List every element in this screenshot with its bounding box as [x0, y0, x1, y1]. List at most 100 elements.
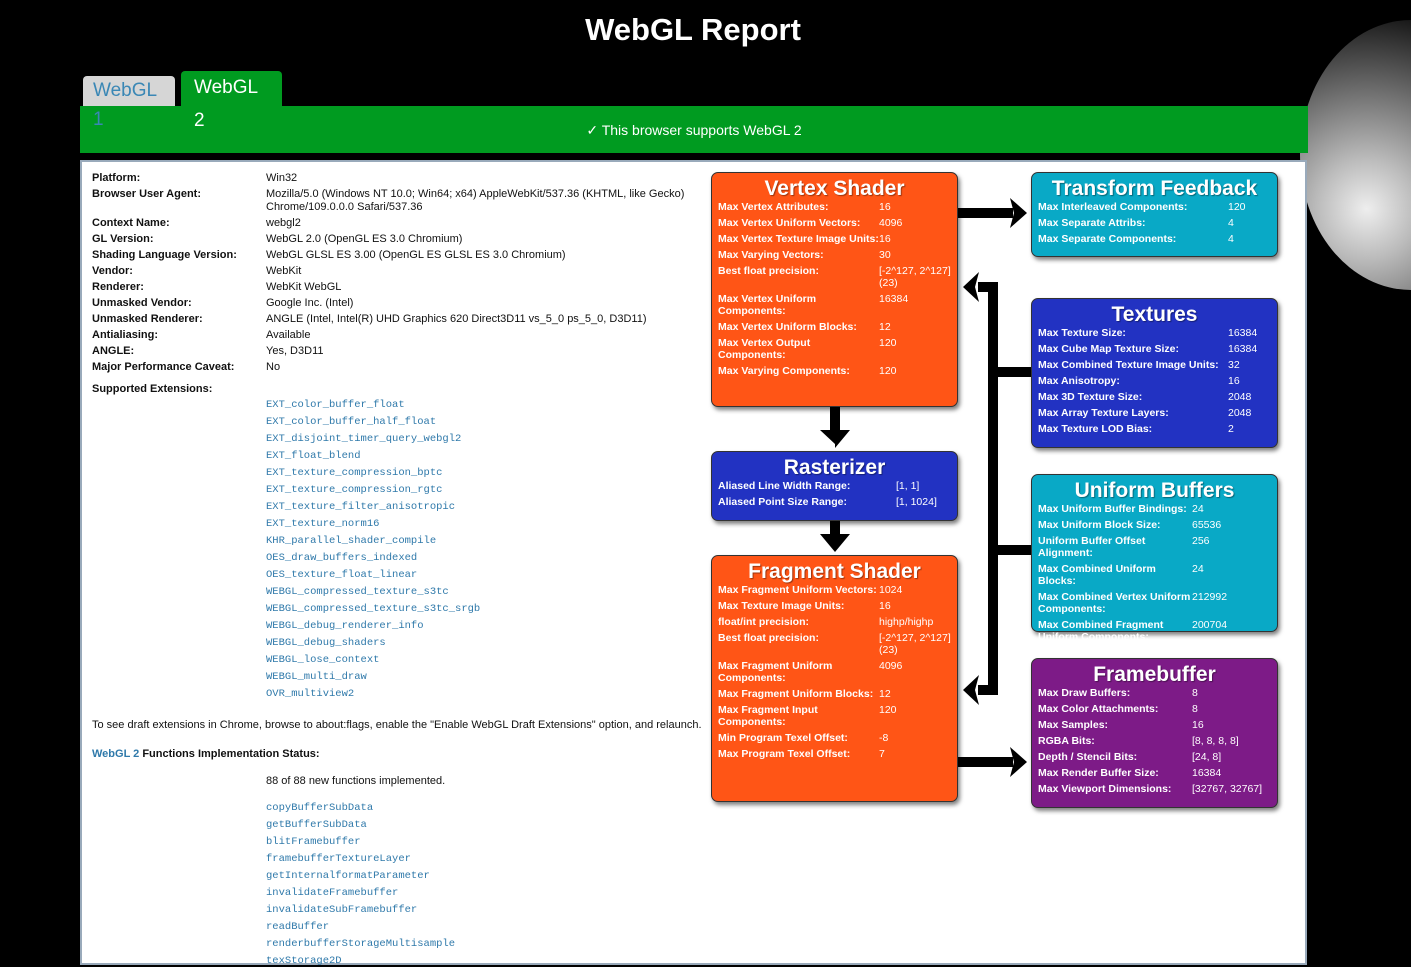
extension-link[interactable]: EXT_texture_compression_rgtc [266, 484, 443, 496]
extension-link[interactable]: OES_draw_buffers_indexed [266, 552, 418, 564]
info-label: GL Version: [92, 233, 154, 245]
info-value: Google Inc. (Intel) [266, 297, 353, 310]
draft-note: To see draft extensions in Chrome, brows… [92, 719, 702, 731]
extension-link[interactable]: OES_texture_float_linear [266, 569, 418, 581]
info-value: No [266, 361, 280, 374]
box-row: Max Vertex Uniform Blocks:12 [718, 321, 951, 333]
function-link[interactable]: getInternalformatParameter [266, 870, 430, 882]
box-row-label: Max Texture Image Units: [718, 600, 845, 612]
tab-webgl1[interactable]: WebGL 1 [83, 76, 175, 130]
support-banner: ✓ This browser supports WebGL 2 [80, 106, 1308, 153]
extension-link[interactable]: WEBGL_multi_draw [266, 671, 367, 683]
box-row-value: 12 [879, 688, 891, 700]
box-row-value: 2 [1228, 423, 1234, 435]
extension-link[interactable]: EXT_color_buffer_half_float [266, 416, 437, 428]
box-row-label: Max Fragment Input Components: [718, 704, 818, 728]
box-row: Max Separate Components:4 [1038, 233, 1271, 245]
box-row-value: highp/highp [879, 616, 934, 628]
box-row-value: 200704 [1192, 619, 1228, 631]
box-row-label: Max Vertex Uniform Components: [718, 293, 817, 317]
box-row: RGBA Bits:[8, 8, 8, 8] [1038, 735, 1271, 747]
box-row-label: Max Varying Vectors: [718, 249, 824, 261]
function-link[interactable]: readBuffer [266, 921, 330, 933]
box-row: Max Separate Attribs:4 [1038, 217, 1271, 229]
info-label: ANGLE: [92, 345, 135, 357]
function-link[interactable]: copyBufferSubData [266, 802, 374, 814]
tab-webgl2[interactable]: WebGL 2 [181, 71, 282, 131]
box-row-label: Max Interleaved Components: [1038, 201, 1188, 213]
function-link[interactable]: invalidateFramebuffer [266, 887, 399, 899]
extension-link[interactable]: WEBGL_compressed_texture_s3tc [266, 586, 449, 598]
function-link[interactable]: invalidateSubFramebuffer [266, 904, 418, 916]
extension-link[interactable]: EXT_texture_norm16 [266, 518, 380, 530]
extension-link[interactable]: EXT_float_blend [266, 450, 361, 462]
box-row-value: 24 [1192, 503, 1204, 515]
box-row: Max Vertex Output Components:120 [718, 337, 951, 361]
box-row-value: 12 [879, 321, 891, 333]
info-value: Win32 [266, 172, 297, 185]
info-label: Vendor: [92, 265, 133, 277]
box-row-value: [-2^127, 2^127] (23) [879, 632, 951, 656]
extension-link[interactable]: EXT_disjoint_timer_query_webgl2 [266, 433, 462, 445]
box-row-label: Max Vertex Uniform Vectors: [718, 217, 861, 229]
box-row-label: Max Fragment Uniform Vectors: [718, 584, 877, 596]
functions-count: 88 of 88 new functions implemented. [266, 775, 446, 787]
box-title: Framebuffer [1093, 663, 1216, 686]
info-value: WebGL 2.0 (OpenGL ES 3.0 Chromium) [266, 233, 462, 246]
webgl2-link[interactable]: WebGL 2 [92, 748, 140, 760]
extension-link[interactable]: WEBGL_debug_shaders [266, 637, 386, 649]
box-row-value: 65536 [1192, 519, 1222, 531]
function-link[interactable]: blitFramebuffer [266, 836, 361, 848]
box-row: Max Uniform Buffer Bindings:24 [1038, 503, 1271, 515]
box-row: Best float precision:[-2^127, 2^127] (23… [718, 265, 951, 289]
box-row-value: 8 [1192, 703, 1198, 715]
extension-link[interactable]: EXT_texture_filter_anisotropic [266, 501, 456, 513]
box-row-label: Max Fragment Uniform Components: [718, 660, 833, 684]
box-row-value: 2048 [1228, 407, 1252, 419]
info-value-text: WebKit [266, 265, 302, 277]
box-row: Max Combined Uniform Blocks:24 [1038, 563, 1271, 587]
info-value-text: Google Inc. (Intel) [266, 297, 354, 309]
box-row: Max Vertex Uniform Vectors:4096 [718, 217, 951, 229]
box-row-label: Max Cube Map Texture Size: [1038, 343, 1180, 355]
extension-link[interactable]: OVR_multiview2 [266, 688, 355, 700]
extension-link[interactable]: WEBGL_lose_context [266, 654, 380, 666]
box-row-value: 2048 [1228, 391, 1252, 403]
box-row-value: 1024 [879, 584, 903, 596]
info-value-text: ANGLE (Intel, Intel(R) UHD Graphics 620 … [266, 313, 647, 325]
box-row-label: Max Texture LOD Bias: [1038, 423, 1153, 435]
box-row-label: Max Vertex Output Components: [718, 337, 811, 361]
box-row-value: 4096 [879, 660, 903, 672]
info-value-text: Yes, D3D11 [266, 345, 324, 357]
function-link[interactable]: renderbufferStorageMultisample [266, 938, 456, 950]
box-row-label: Max Draw Buffers: [1038, 687, 1131, 699]
box-row: Max Draw Buffers:8 [1038, 687, 1271, 699]
extension-link[interactable]: WEBGL_compressed_texture_s3tc_srgb [266, 603, 481, 615]
extension-link[interactable]: KHR_parallel_shader_compile [266, 535, 437, 547]
box-row-label: Max Vertex Attributes: [718, 201, 829, 213]
extension-link[interactable]: EXT_color_buffer_float [266, 399, 405, 411]
box-row: Max Fragment Uniform Vectors:1024 [718, 584, 951, 596]
box-row-label: Max Combined Uniform Blocks: [1038, 563, 1156, 587]
box-row-value: 120 [879, 704, 897, 716]
function-link[interactable]: getBufferSubData [266, 819, 367, 831]
info-value-text: Chrome/109.0.0.0 Safari/537.36 [266, 201, 423, 213]
box-row: Max Texture Size:16384 [1038, 327, 1271, 339]
box-row-label: Max Viewport Dimensions: [1038, 783, 1172, 795]
function-link[interactable]: texStorage2D [266, 955, 342, 967]
info-label: Major Performance Caveat: [92, 361, 235, 373]
extension-link[interactable]: WEBGL_debug_renderer_info [266, 620, 424, 632]
box-row-label: Best float precision: [718, 265, 819, 277]
info-value-text: WebKit WebGL [266, 281, 342, 293]
box-row: Aliased Point Size Range:[1, 1024] [718, 496, 951, 508]
function-link[interactable]: framebufferTextureLayer [266, 853, 411, 865]
box-row-label: Max Vertex Texture Image Units: [718, 233, 879, 245]
info-value: WebKit [266, 265, 301, 278]
extension-link[interactable]: EXT_texture_compression_bptc [266, 467, 443, 479]
box-row: Max Array Texture Layers:2048 [1038, 407, 1271, 419]
